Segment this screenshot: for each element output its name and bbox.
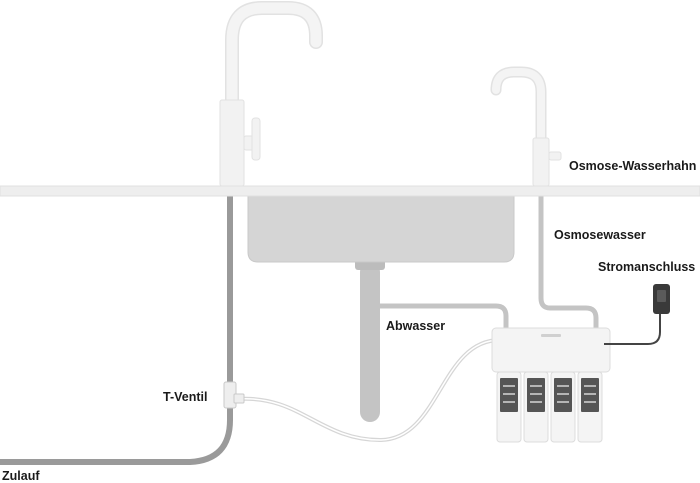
label-osmosis-tap: Osmose-Wasserhahn bbox=[569, 159, 697, 173]
ro-filter-unit bbox=[491, 327, 611, 443]
kitchen-faucet bbox=[219, 0, 323, 187]
osmosis-tap bbox=[490, 66, 562, 187]
waste-water-line bbox=[380, 303, 509, 328]
label-osmosis-water: Osmosewasser bbox=[554, 228, 646, 242]
power-cable bbox=[604, 314, 661, 345]
t-valve bbox=[223, 381, 245, 409]
drain-pipe bbox=[360, 262, 380, 422]
label-power: Stromanschluss bbox=[598, 260, 696, 274]
inlet-pipe bbox=[0, 192, 233, 465]
osmosis-water-line bbox=[538, 195, 599, 328]
countertop bbox=[0, 185, 700, 197]
label-inlet: Zulauf bbox=[2, 469, 40, 483]
sink-bowl bbox=[247, 195, 515, 263]
filter-cartridge-icon bbox=[496, 371, 522, 443]
label-tee-valve: T-Ventil bbox=[163, 390, 208, 404]
filter-cartridge-icon bbox=[523, 371, 549, 443]
power-plug-icon bbox=[653, 284, 670, 314]
filter-cartridge-icon bbox=[550, 371, 576, 443]
filter-cartridge-icon bbox=[577, 371, 603, 443]
filter-cartridges bbox=[496, 371, 603, 443]
label-waste-water: Abwasser bbox=[386, 319, 446, 333]
